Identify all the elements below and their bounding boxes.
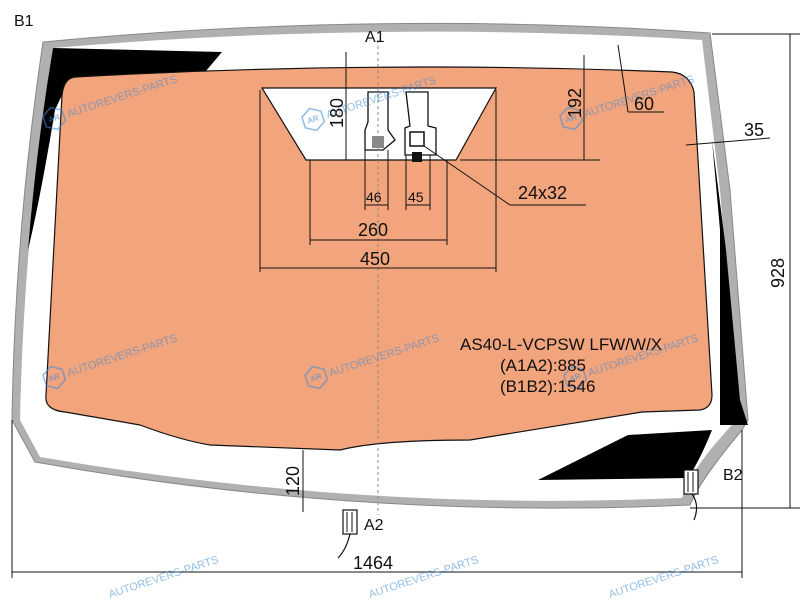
dim-928-label: 928 xyxy=(768,258,788,288)
svg-text:AR: AR xyxy=(47,371,61,383)
camera-mount xyxy=(412,152,422,162)
dim-60-label: 60 xyxy=(634,94,654,114)
part-code: AS40-L-VCPSW LFW/W/X xyxy=(460,335,662,354)
dim-24x32-label: 24x32 xyxy=(518,183,567,203)
svg-text:AR: AR xyxy=(568,371,582,383)
dim-260-label: 260 xyxy=(358,220,388,240)
svg-text:AR: AR xyxy=(306,113,320,125)
svg-text:AR: AR xyxy=(564,112,578,124)
dim-180-label: 180 xyxy=(327,98,347,128)
svg-text:AR: AR xyxy=(309,371,323,383)
part-a1a2: (A1A2):885 xyxy=(500,356,586,375)
part-b1b2: (B1B2):1546 xyxy=(500,377,595,396)
ceramic-area xyxy=(45,66,713,451)
black-band-right xyxy=(712,140,748,425)
corner-b2-label: B2 xyxy=(723,467,743,484)
dim-120-label: 120 xyxy=(283,466,303,496)
svg-text:AUTOREVERS-PARTS: AUTOREVERS-PARTS xyxy=(607,554,720,600)
corner-a2-label: A2 xyxy=(364,517,384,534)
dim-35-label: 35 xyxy=(744,120,764,140)
svg-text:AUTOREVERS-PARTS: AUTOREVERS-PARTS xyxy=(107,554,220,600)
dim-1464-label: 1464 xyxy=(353,553,393,573)
dim-46-label: 46 xyxy=(366,189,382,205)
black-band-bottom-right xyxy=(538,430,712,480)
corner-b1-label: B1 xyxy=(14,13,34,30)
dim-45-label: 45 xyxy=(408,189,424,205)
dim-450-label: 450 xyxy=(360,249,390,269)
svg-text:AR: AR xyxy=(47,112,61,124)
black-band-top-left xyxy=(28,48,222,250)
camera-window xyxy=(409,131,425,147)
sensor-bracket-left xyxy=(364,91,396,151)
dim-192-label: 192 xyxy=(565,88,585,118)
corner-a1-label: A1 xyxy=(365,29,385,46)
clip-b2 xyxy=(683,469,699,521)
clip-a2 xyxy=(337,509,358,559)
